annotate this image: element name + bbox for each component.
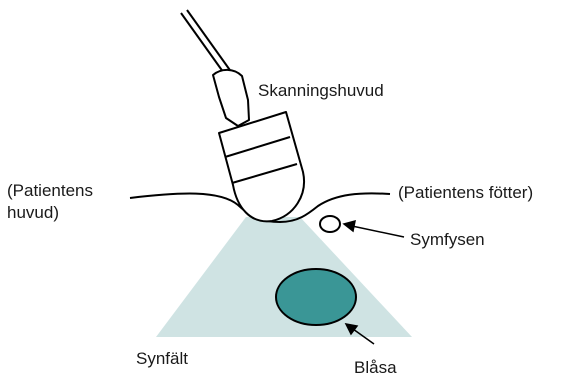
symphysis-label: Symfysen (410, 230, 485, 249)
bladder-shape (276, 269, 356, 325)
bladder-label: Blåsa (354, 358, 397, 377)
patient-feet-label: (Patientens fötter) (398, 183, 533, 202)
scanhead-label: Skanningshuvud (258, 81, 384, 100)
probe-cable (181, 10, 232, 76)
patient-head-label-line1: (Patientens (7, 181, 93, 200)
field-of-view-label: Synfält (136, 349, 188, 368)
symphysis-bone (320, 216, 340, 232)
field-of-view-area (156, 217, 412, 337)
symphysis-arrow (344, 221, 404, 237)
patient-head-label-line2: huvud) (7, 203, 59, 222)
